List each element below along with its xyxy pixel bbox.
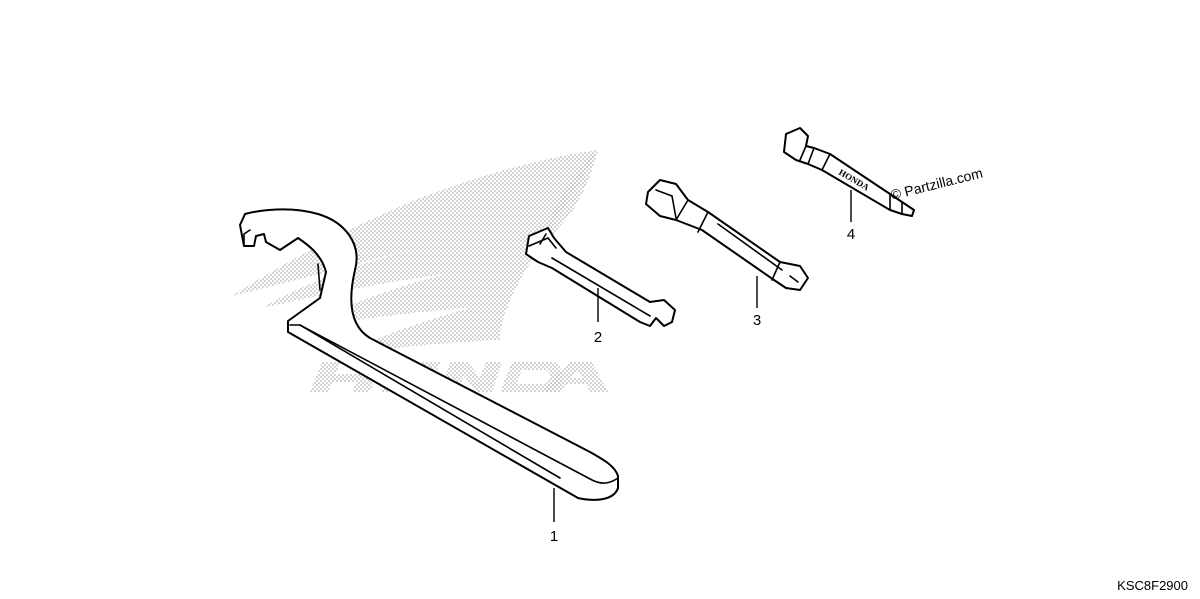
partzilla-watermark: © Partzilla.com (889, 165, 984, 203)
callout-1-label: 1 (550, 528, 558, 545)
diagram-code: KSC8F2900 (1117, 578, 1188, 593)
socket-wrench-icon (645, 179, 809, 291)
callout-4-label: 4 (847, 226, 855, 243)
callout-2-label: 2 (594, 329, 602, 346)
honda-wing-logo (232, 150, 608, 392)
part-3-socket-wrench: 3 (645, 179, 809, 329)
open-end-wrench-icon (525, 227, 676, 327)
callout-3-label: 3 (753, 312, 761, 329)
part-1-hook-spanner-wrench: 1 (239, 208, 619, 545)
hook-spanner-wrench-icon (239, 208, 619, 501)
part-2-open-end-wrench: 2 (525, 227, 676, 346)
screwdriver-handle-icon: HONDA (783, 127, 915, 217)
